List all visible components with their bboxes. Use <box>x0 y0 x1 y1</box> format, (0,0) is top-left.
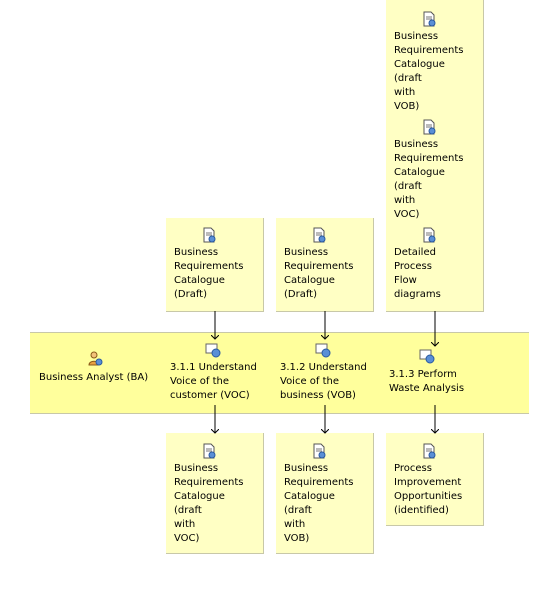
document-artifact-icon <box>203 227 216 243</box>
task-label[interactable]: 3.1.3 Perform Waste Analysis <box>389 369 465 394</box>
role-icon <box>88 351 103 366</box>
role-swimlane <box>30 332 529 414</box>
input-artifact-label: Business Requirements Catalogue (Draft) <box>174 247 244 300</box>
output-artifact-label: Business Requirements Catalogue (draft w… <box>174 463 244 544</box>
document-artifact-icon <box>313 443 326 459</box>
input-artifact-label: Business Requirements Catalogue (draft w… <box>394 139 464 220</box>
document-artifact-icon <box>423 11 436 27</box>
document-artifact-icon <box>423 443 436 459</box>
document-artifact-icon <box>203 443 216 459</box>
task-label[interactable]: 3.1.2 Understand Voice of the business (… <box>280 362 367 401</box>
input-artifact-label: Business Requirements Catalogue (Draft) <box>284 247 354 300</box>
role-label: Business Analyst (BA) <box>39 372 149 383</box>
document-artifact-icon <box>423 227 436 243</box>
task-icon <box>419 349 435 364</box>
task-icon <box>205 343 221 358</box>
task-icon <box>315 343 331 358</box>
output-artifact-group-3 <box>386 433 484 526</box>
input-artifact-group-3 <box>386 0 484 312</box>
task-label[interactable]: 3.1.1 Understand Voice of the customer (… <box>170 362 257 401</box>
output-artifact-group-2 <box>276 433 374 554</box>
output-artifact-label: Process Improvement Opportunities (ident… <box>394 463 463 516</box>
output-artifact-label: Business Requirements Catalogue (draft w… <box>284 463 354 544</box>
input-artifact-label: Detailed Process Flow diagrams <box>394 247 441 300</box>
input-artifact-group-1 <box>166 218 264 312</box>
document-artifact-icon <box>313 227 326 243</box>
input-artifact-group-2 <box>276 218 374 312</box>
output-artifact-group-1 <box>166 433 264 554</box>
input-artifact-label: Business Requirements Catalogue (draft w… <box>394 31 464 112</box>
document-artifact-icon <box>423 119 436 135</box>
